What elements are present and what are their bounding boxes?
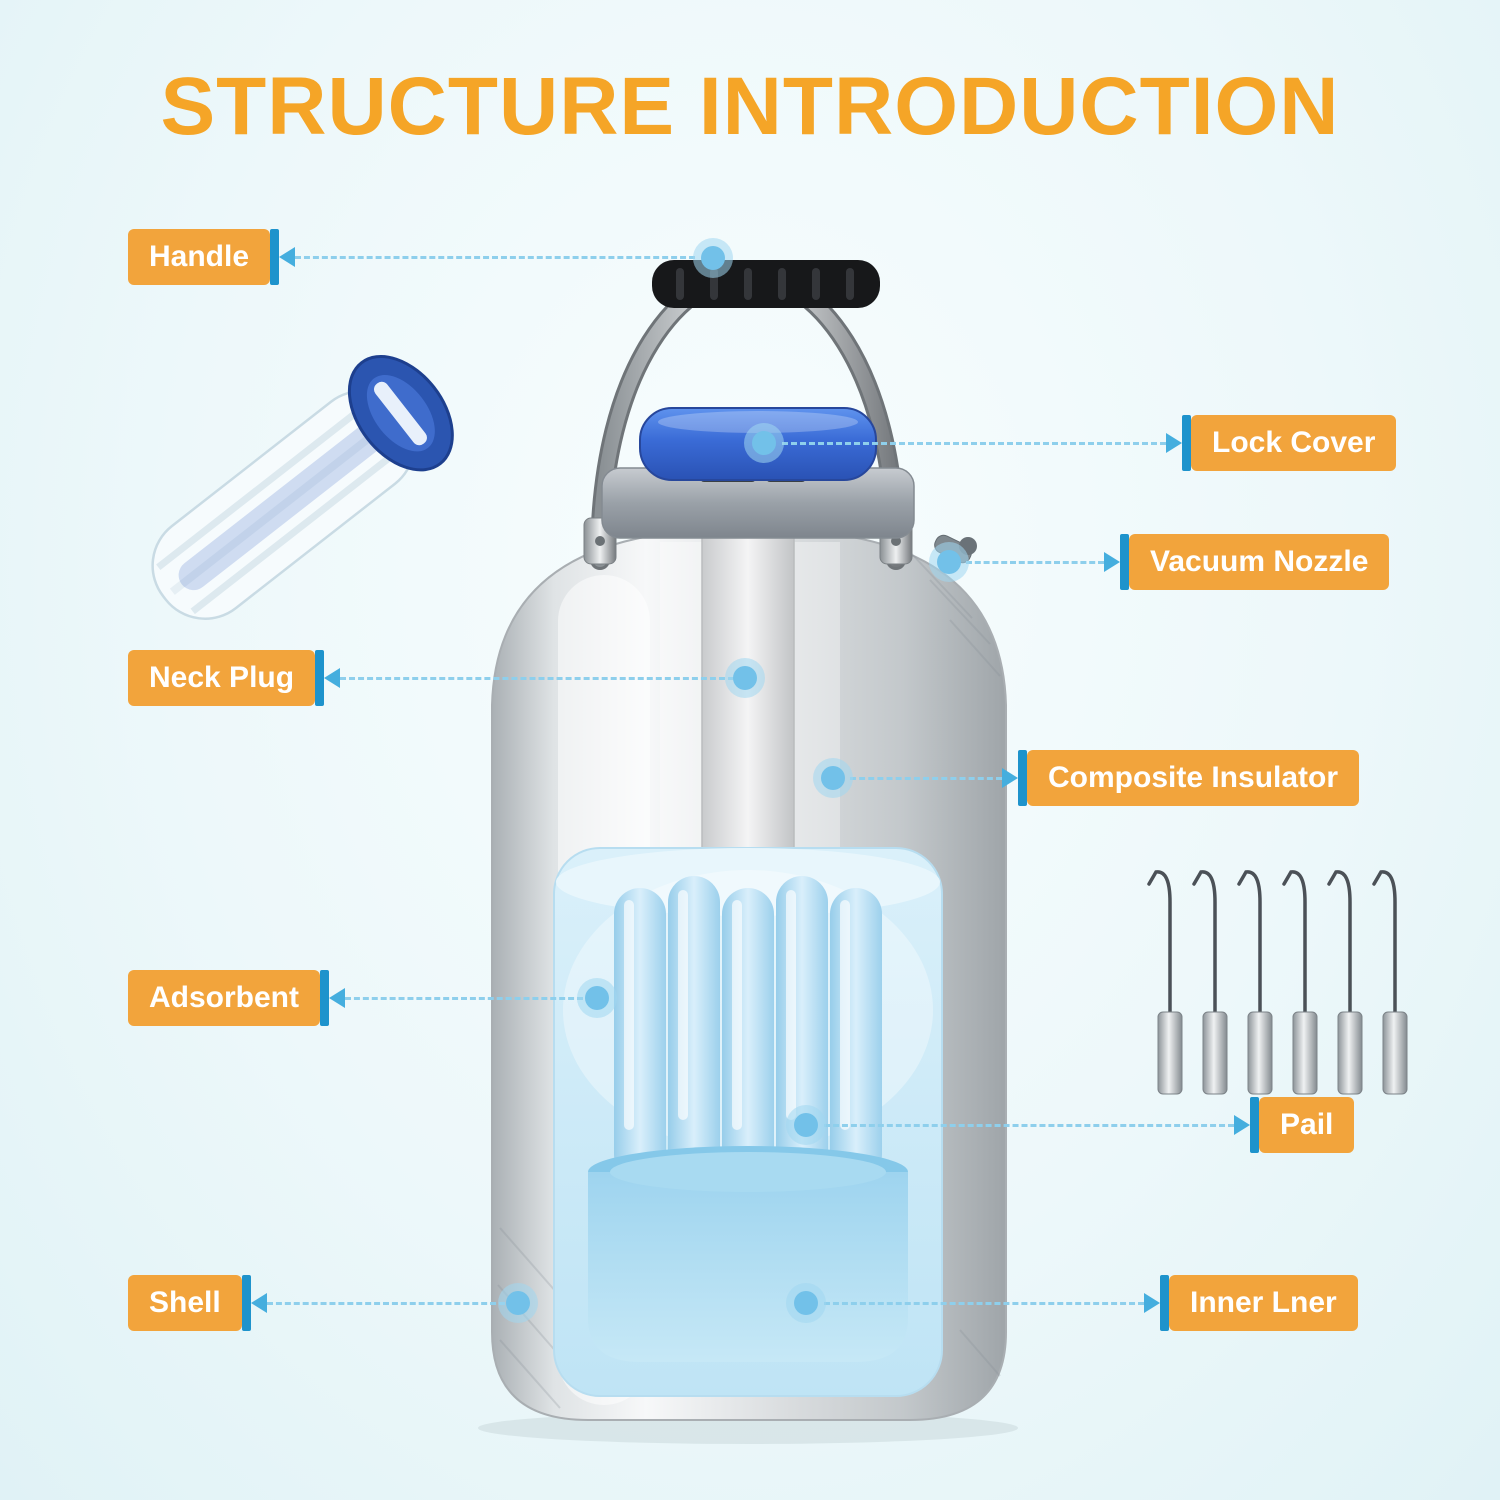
callout-composite-insulator-label: Composite Insulator [1027, 750, 1360, 806]
callout-handle-dot [701, 246, 725, 270]
callout-pail-arrow-icon [1234, 1115, 1250, 1135]
callout-vacuum-nozzle: Vacuum Nozzle [966, 534, 1390, 590]
callout-inner-liner-arrow-icon [1144, 1293, 1160, 1313]
callout-neck-plug-label: Neck Plug [128, 650, 316, 706]
callout-composite-insulator-arrow-icon [1002, 768, 1018, 788]
callout-pail-line [824, 1123, 1234, 1127]
callout-shell: Shell [128, 1275, 505, 1331]
callout-neck-plug: Neck Plug [128, 650, 735, 706]
callout-neck-plug-arrow-icon [324, 668, 341, 688]
callout-vacuum-nozzle-accent-bar [1120, 534, 1129, 590]
callout-lock-cover: Lock Cover [782, 415, 1397, 471]
callout-composite-insulator-line [850, 776, 1002, 780]
callout-adsorbent-accent-bar [320, 970, 329, 1026]
pail-shape [588, 1146, 908, 1362]
callout-shell-line [266, 1301, 505, 1305]
callout-handle-label: Handle [128, 229, 271, 285]
callout-shell-arrow-icon [250, 1293, 267, 1313]
callout-inner-liner: Inner Lner [824, 1275, 1358, 1331]
callout-lock-cover-arrow-icon [1166, 433, 1182, 453]
callout-composite-insulator-dot [821, 766, 845, 790]
callout-pail-accent-bar [1250, 1097, 1259, 1153]
callout-vacuum-nozzle-arrow-icon [1104, 552, 1120, 572]
callout-lock-cover-label: Lock Cover [1191, 415, 1397, 471]
callout-neck-plug-dot [733, 666, 757, 690]
callout-pail-dot [794, 1113, 818, 1137]
callout-pail: Pail [824, 1097, 1355, 1153]
callout-adsorbent: Adsorbent [128, 970, 583, 1026]
callout-lock-cover-accent-bar [1182, 415, 1191, 471]
callout-vacuum-nozzle-label: Vacuum Nozzle [1129, 534, 1390, 590]
neck-plug-item [151, 355, 454, 620]
callout-adsorbent-line [345, 996, 583, 1000]
callout-handle-arrow-icon [279, 247, 296, 267]
callout-adsorbent-arrow-icon [329, 988, 345, 1008]
callout-adsorbent-label: Adsorbent [128, 970, 320, 1026]
callout-inner-liner-accent-bar [1160, 1275, 1169, 1331]
callout-pail-label: Pail [1259, 1097, 1355, 1153]
callout-handle-accent-bar [270, 229, 280, 285]
page-title: STRUCTURE INTRODUCTION [160, 61, 1340, 152]
callout-lock-cover-line [782, 441, 1166, 445]
callout-vacuum-nozzle-line [966, 560, 1104, 564]
vacuum-nozzle-shape [934, 534, 977, 564]
cryo-canes [1147, 870, 1408, 1095]
callout-neck-plug-accent-bar [315, 650, 325, 706]
callout-adsorbent-dot [585, 986, 609, 1010]
callout-composite-insulator-accent-bar [1018, 750, 1027, 806]
callout-inner-liner-label: Inner Lner [1169, 1275, 1358, 1331]
callout-inner-liner-dot [794, 1291, 818, 1315]
callout-shell-dot [506, 1291, 530, 1315]
callout-handle-line [295, 255, 696, 259]
handle-grip [652, 260, 880, 308]
callout-vacuum-nozzle-dot [937, 550, 961, 574]
callout-handle: Handle [128, 229, 696, 285]
callout-shell-label: Shell [128, 1275, 242, 1331]
callout-inner-liner-line [824, 1301, 1144, 1305]
callout-composite-insulator: Composite Insulator [850, 750, 1360, 806]
canisters [614, 876, 882, 1180]
callout-shell-accent-bar [241, 1275, 251, 1331]
callout-neck-plug-line [340, 676, 735, 680]
callout-lock-cover-dot [752, 431, 776, 455]
